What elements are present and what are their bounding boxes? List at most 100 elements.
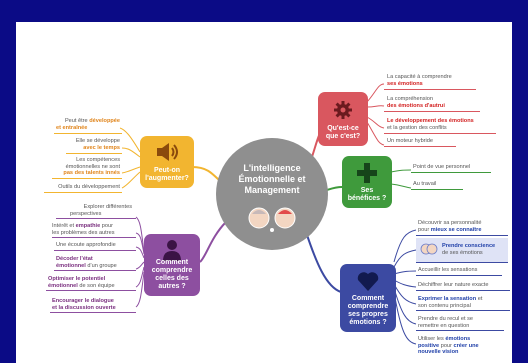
mind-map-canvas: L'intelligence Émotionnelle et Managemen… bbox=[16, 22, 512, 363]
others-item-3[interactable]: Une écoute approfondie bbox=[56, 242, 116, 249]
own-item-5-line-2: son contenu principal bbox=[418, 302, 471, 309]
branch-others-label-1: Comment bbox=[155, 259, 189, 266]
what-item-4-underline bbox=[384, 146, 456, 147]
benefits-item-2[interactable]: Au travail bbox=[413, 181, 436, 188]
own-item-4[interactable]: Déchiffrer leur nature exacte bbox=[418, 282, 488, 289]
others-item-5-underline bbox=[46, 290, 136, 291]
others-item-1[interactable]: Explorer différentes perspectives bbox=[56, 204, 132, 217]
central-title-line-2: Émotionnelle et bbox=[238, 174, 306, 184]
others-item-2-text-a: Intérêt et bbox=[52, 223, 75, 229]
branch-own-label-3: ses propres bbox=[348, 311, 388, 318]
what-item-2[interactable]: La compréhension des émotions d'autrui bbox=[387, 96, 445, 109]
increase-item-2[interactable]: Elle se développe avec le temps bbox=[46, 138, 120, 151]
others-item-1-line-1: Explorer différentes bbox=[83, 204, 132, 210]
central-topic[interactable]: L'intelligence Émotionnelle et Managemen… bbox=[216, 138, 328, 250]
increase-item-2-line-1: Elle se développe bbox=[75, 138, 120, 144]
two-faces-icon bbox=[420, 243, 438, 255]
increase-item-3-line-1: Les compétences bbox=[76, 157, 120, 163]
plus-icon bbox=[357, 163, 377, 183]
others-item-2-line-1: Intérêt et empathie pour bbox=[52, 223, 136, 230]
increase-item-1[interactable]: Peut être développée et entraînée bbox=[46, 118, 120, 131]
own-item-5-line-1: Exprimer la sensation et bbox=[418, 296, 482, 303]
branch-others-label-4: autres ? bbox=[158, 283, 186, 290]
branch-increase-label-1: Peut-on bbox=[153, 167, 181, 174]
others-item-6[interactable]: Encourager le dialogue et la discussion … bbox=[52, 298, 116, 311]
others-item-6-line-1: Encourager le dialogue bbox=[52, 298, 114, 304]
branch-increase[interactable]: Peut-on l'augmenter? bbox=[140, 136, 194, 188]
own-item-5[interactable]: Exprimer la sensation et son contenu pri… bbox=[418, 296, 482, 309]
increase-item-1-line-1: Peut être développée bbox=[46, 118, 120, 125]
own-item-1[interactable]: Découvrir sa personnalité pour mieux se … bbox=[418, 220, 481, 233]
increase-item-4[interactable]: Outils du développement bbox=[36, 184, 120, 191]
branch-what-is-it[interactable]: Qu'est-ce que c'est? bbox=[318, 92, 368, 146]
increase-item-3-line-3: pas des talents innés bbox=[63, 170, 120, 177]
own-item-4-line-1: Déchiffrer leur nature exacte bbox=[418, 282, 489, 288]
others-item-4-underline bbox=[54, 270, 136, 271]
others-item-4-text-c: d'un groupe bbox=[87, 262, 117, 269]
person-icon bbox=[163, 240, 181, 261]
own-item-6-line-1: Prendre du recul et se bbox=[418, 316, 474, 322]
others-item-4-line-1: Décoder l'état bbox=[56, 256, 93, 262]
others-item-5-text-b: émotionnel bbox=[48, 282, 78, 289]
branch-what-label-2: que c'est? bbox=[325, 133, 361, 140]
own-item-1-line-1: Découvrir sa personnalité bbox=[418, 220, 482, 226]
others-item-5-line-2: émotionnel de son équipe bbox=[48, 283, 115, 290]
own-item-2-line-2: de ses émotions bbox=[442, 249, 483, 256]
what-item-1[interactable]: La capacité à comprendre ses émotions bbox=[387, 74, 452, 87]
own-item-7-text-a: Utiliser les bbox=[418, 336, 444, 342]
what-item-3-line-1: Le développement des émotions bbox=[387, 118, 474, 124]
others-item-3-line-1: Une écoute approfondie bbox=[56, 242, 116, 248]
own-item-2[interactable]: Prendre conscience de ses émotions bbox=[442, 243, 495, 256]
increase-item-2-line-2: avec le temps bbox=[83, 144, 120, 151]
megaphone-icon bbox=[157, 143, 178, 161]
own-item-7-text-e: créer une bbox=[453, 342, 479, 349]
others-item-1-line-2: perspectives bbox=[70, 210, 102, 217]
others-item-2-text-b: empathie bbox=[75, 223, 101, 229]
own-item-7-line-2: positive pour créer une bbox=[418, 343, 479, 350]
increase-item-4-underline bbox=[44, 192, 122, 193]
benefits-item-1-line-1: Point de vue personnel bbox=[413, 164, 471, 170]
increase-item-1-underline bbox=[54, 133, 122, 134]
branch-benefits-label-2: bénéfices ? bbox=[347, 195, 387, 202]
own-item-6-underline bbox=[416, 330, 504, 331]
benefits-item-1[interactable]: Point de vue personnel bbox=[413, 164, 470, 171]
own-item-3-underline bbox=[416, 275, 502, 276]
own-item-5-text-a: Exprimer la sensation bbox=[418, 296, 477, 302]
connector-lines bbox=[119, 83, 417, 345]
increase-item-4-line-1: Outils du développement bbox=[58, 184, 120, 190]
increase-item-3[interactable]: Les compétences émotionnelles ne sont pa… bbox=[46, 157, 120, 177]
own-item-5-text-b: et bbox=[477, 296, 483, 302]
others-item-5[interactable]: Optimiser le potentiel émotionnel de son… bbox=[48, 276, 115, 289]
own-item-7-line-1: Utiliser les émotions bbox=[418, 336, 479, 343]
gear-icon bbox=[334, 101, 352, 119]
what-item-4[interactable]: Un moteur hybride bbox=[387, 138, 433, 145]
others-item-3-underline bbox=[54, 250, 136, 251]
own-item-3[interactable]: Accueillir les sensations bbox=[418, 267, 477, 274]
others-item-1-underline bbox=[56, 218, 136, 219]
what-item-3-line-2: et la gestion des conflits bbox=[387, 124, 447, 131]
increase-item-2-underline bbox=[66, 153, 122, 154]
own-item-1-text-c: mieux se connaître bbox=[430, 226, 482, 233]
branch-understand-others[interactable]: Comment comprendre celles des autres ? bbox=[144, 234, 200, 296]
others-item-2[interactable]: Intérêt et empathie pour les problèmes d… bbox=[52, 223, 136, 236]
others-item-2-text-c: pour bbox=[101, 223, 113, 229]
branch-benefits-label-1: Ses bbox=[360, 187, 374, 194]
what-item-1-line-1: La capacité à comprendre bbox=[387, 74, 452, 80]
what-item-3[interactable]: Le développement des émotions et la gest… bbox=[387, 118, 474, 131]
own-item-1-line-2: pour mieux se connaître bbox=[418, 227, 481, 234]
others-item-4[interactable]: Décoder l'état émotionnel d'un groupe bbox=[56, 256, 117, 269]
branch-benefits[interactable]: Ses bénéfices ? bbox=[342, 156, 392, 208]
branch-understand-own[interactable]: Comment comprendre ses propres émotions … bbox=[340, 264, 396, 332]
what-item-1-underline bbox=[384, 89, 476, 90]
own-item-6[interactable]: Prendre du recul et se remettre en quest… bbox=[418, 316, 473, 329]
own-item-1-text-b: pour bbox=[418, 226, 430, 233]
others-item-6-underline bbox=[50, 312, 136, 313]
own-item-2-line-1: Prendre conscience bbox=[442, 243, 496, 249]
others-item-4-text-b: émotionnel bbox=[56, 262, 86, 269]
branch-others-label-2: comprendre bbox=[151, 267, 193, 274]
heart-icon bbox=[357, 272, 379, 291]
own-item-7[interactable]: Utiliser les émotions positive pour crée… bbox=[418, 336, 479, 356]
central-title-line-3: Management bbox=[244, 185, 300, 195]
branch-increase-label-2: l'augmenter? bbox=[145, 175, 189, 182]
